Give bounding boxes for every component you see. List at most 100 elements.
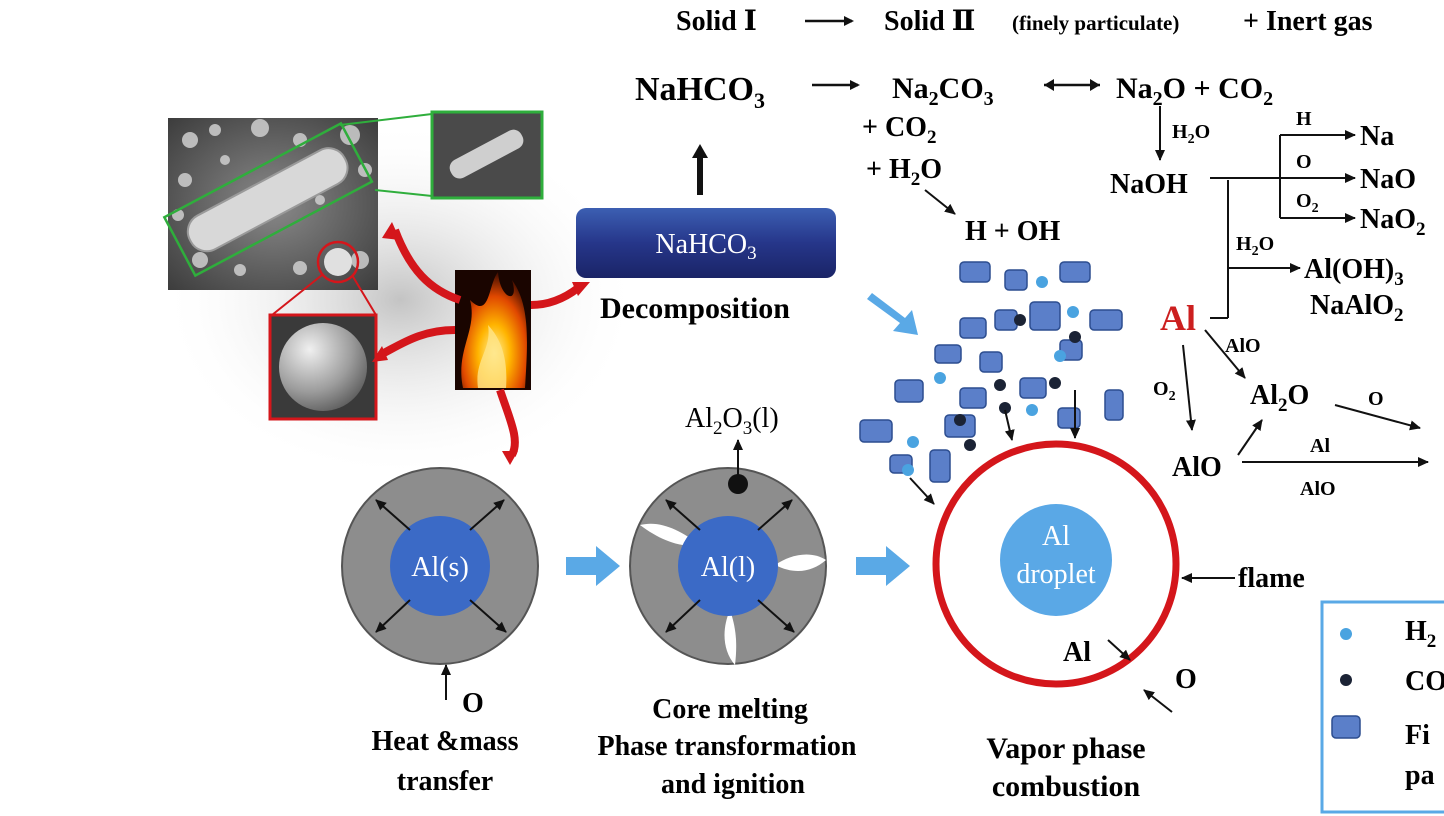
o2-branch-label: O2 [1296, 190, 1319, 216]
nahco3-box-bg [576, 208, 836, 278]
flame-label: flame [1238, 563, 1305, 594]
al-core-1 [390, 516, 490, 616]
al2o3-label: Al2O3(l) [685, 403, 779, 439]
stage-2-arrows [665, 439, 795, 633]
legend-co2-label: CO [1405, 666, 1444, 697]
o-label-2: O [1368, 388, 1384, 410]
finely-particulate-label: (finely particulate) [1012, 11, 1179, 35]
h-branch-label: H [1296, 108, 1312, 130]
stage-3-flame: Al droplet flame Al O Vapor phase combus… [932, 440, 1305, 803]
up-arrow-head [692, 144, 708, 158]
h2o-label-2: H2O [1236, 233, 1274, 259]
na2o-co2-formula: Na2O + CO2 [1116, 72, 1273, 110]
alo-label: AlO [1225, 335, 1261, 357]
o-inward-arrow [1143, 689, 1173, 713]
sem-rod [186, 147, 349, 253]
blue-arrow-2 [856, 546, 910, 586]
alo-formula: AlO [1172, 452, 1222, 483]
red-connector-left [271, 274, 323, 316]
stage-3-caption-2: combustion [992, 770, 1141, 803]
nao2-formula: NaO2 [1360, 204, 1426, 240]
inert-gas-label: + Inert gas [1243, 6, 1373, 37]
red-connector-right [351, 274, 377, 316]
solid-one-label: Solid Ⅰ [676, 6, 757, 37]
al-l-label: Al(l) [701, 552, 755, 583]
al-droplet-label-2: droplet [1016, 559, 1096, 590]
plus-co2: + CO2 [862, 112, 936, 148]
legend-fine-label-2: pa [1405, 760, 1435, 791]
legend-co2-swatch [1340, 674, 1352, 686]
particle-arrows [909, 390, 1080, 505]
al-s-label: Al(s) [411, 552, 469, 583]
alo-label-2: AlO [1300, 478, 1336, 500]
sem-highlight-circle [316, 240, 360, 284]
arrow-al-alo [1182, 344, 1196, 431]
co2-dots [954, 314, 1081, 451]
blue-arrow-diagonal [867, 293, 918, 335]
stage-1-particle: Al(s) O Heat &mass transfer [341, 467, 539, 797]
o-branch-label: O [1296, 151, 1312, 173]
legend-fine-swatch [1331, 715, 1361, 739]
fire-icon [372, 222, 590, 465]
shell-crack-1 [640, 523, 700, 546]
al2o3-droplet [728, 474, 748, 494]
plus-h2o: + H2O [866, 154, 942, 190]
legend-h2o-label: H2 [1405, 616, 1436, 652]
al-small-label: Al [1063, 637, 1091, 668]
al-label-small: Al [1310, 435, 1330, 457]
flame-ring [932, 440, 1180, 688]
h-oh-formula: H + OH [965, 216, 1061, 247]
al-red-formula: Al [1160, 298, 1196, 338]
al-droplet [1000, 504, 1112, 616]
na2co3-formula: Na2CO3 [892, 72, 994, 110]
red-arrow-up [391, 228, 462, 304]
stage-1-caption-1: Heat &mass [372, 726, 519, 757]
solid-two-label: Solid Ⅱ [884, 6, 975, 37]
sem-rod-frame [162, 121, 374, 278]
legend-h2o-swatch [1340, 628, 1352, 640]
decomposition-label: Decomposition [600, 292, 790, 325]
reaction-scheme: NaHCO3 Na2CO3 Na2O + CO2 + CO2 + H2O H +… [635, 71, 1429, 500]
arrow-al-al2o [1204, 329, 1246, 379]
al-outward-arrow [1107, 639, 1131, 661]
arrow-al2o-right [1334, 404, 1421, 431]
al-droplet-label-1: Al [1042, 521, 1070, 552]
legend: H2 CO Fi pa [1320, 600, 1444, 814]
green-connector-top [339, 113, 433, 126]
shell-crack-2 [775, 554, 826, 572]
na-formula: Na [1360, 121, 1394, 152]
aloh3-formula: Al(OH)3 [1304, 254, 1404, 290]
green-connector-bottom [374, 189, 433, 197]
stage-2-caption-1: Core melting [652, 694, 808, 725]
double-arrow [1044, 79, 1100, 91]
nahco3-box: NaHCO3 Decomposition [576, 144, 836, 325]
sem-zoom-ball [279, 323, 367, 411]
nahco3-box-label: NaHCO3 [655, 229, 756, 264]
al-core-2 [678, 516, 778, 616]
stage-2-caption-2: Phase transformation [598, 731, 857, 762]
nao-formula: NaO [1360, 164, 1416, 195]
legend-fine-label-1: Fi [1405, 720, 1430, 751]
naoh-formula: NaOH [1110, 169, 1188, 200]
shell-crack-3 [724, 610, 737, 665]
o2-label-2: O2 [1153, 378, 1176, 404]
arrow-to-h-oh [924, 189, 956, 215]
blue-arrow-1 [566, 546, 620, 586]
arrow-alo-al2o [1237, 419, 1263, 456]
header-line: Solid Ⅰ Solid Ⅱ (finely particulate) + I… [676, 6, 1373, 37]
red-arrow-down [496, 388, 519, 457]
stage-2-caption-3: and ignition [661, 769, 805, 800]
stage-3-caption-1: Vapor phase [986, 732, 1145, 765]
h2o-dots [902, 276, 1079, 476]
o-small-label: O [1175, 664, 1197, 695]
naalo2-formula: NaAlO2 [1310, 290, 1404, 326]
red-arrow-right [530, 284, 581, 309]
o-stage-1-label: O [462, 688, 484, 719]
stage-1-arrows [375, 499, 507, 700]
sem-sphere [324, 248, 352, 276]
h2o-label: H2O [1172, 121, 1210, 147]
fine-particles [859, 261, 1124, 483]
nahco3-formula: NaHCO3 [635, 71, 765, 113]
stage-2-particle: Al(l) Al2O3(l) Core melting Phase transf… [598, 403, 857, 800]
